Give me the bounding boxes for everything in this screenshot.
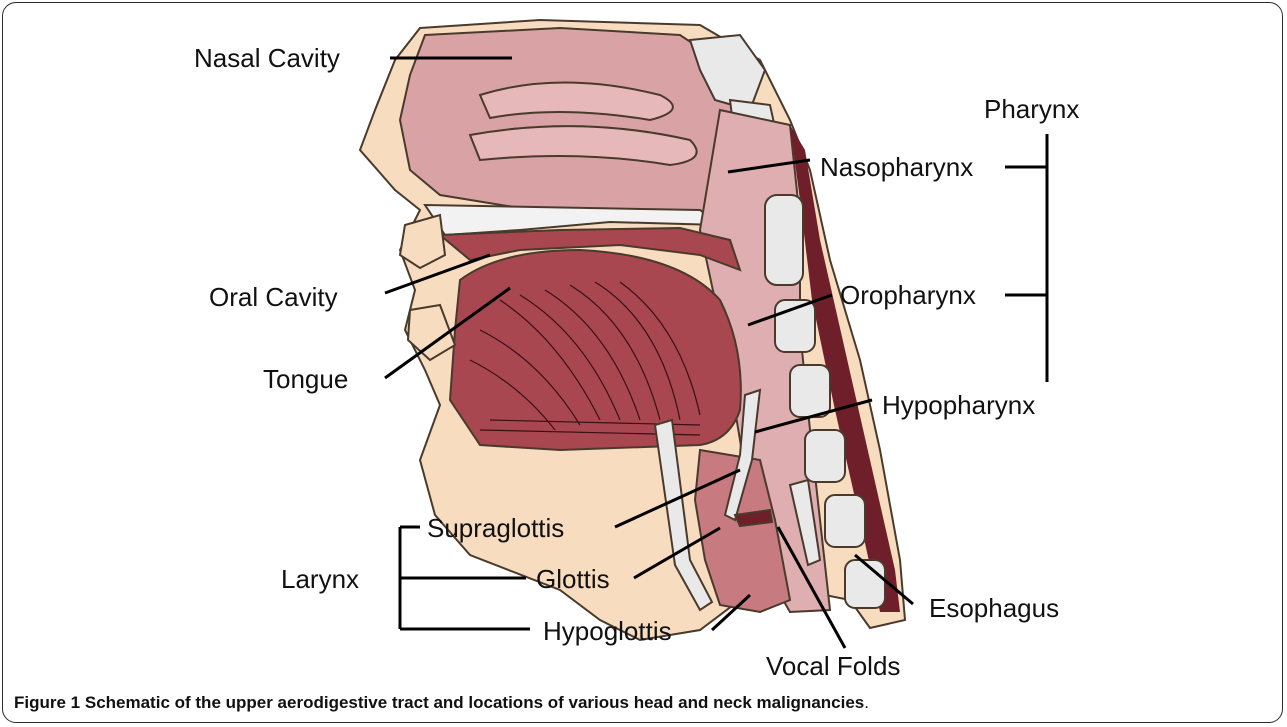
caption-text: Schematic of the upper aerodigestive tra… <box>85 693 864 712</box>
label-vocal-folds: Vocal Folds <box>766 651 900 681</box>
head-neck-illustration <box>360 20 905 640</box>
label-glottis: Glottis <box>536 564 610 594</box>
label-hypopharynx: Hypopharynx <box>882 390 1035 420</box>
label-oral-cavity: Oral Cavity <box>209 282 338 312</box>
label-pharynx: Pharynx <box>984 94 1079 124</box>
label-supraglottis: Supraglottis <box>427 513 564 543</box>
figure-caption: Figure 1 Schematic of the upper aerodige… <box>14 693 869 713</box>
label-nasal-cavity: Nasal Cavity <box>194 43 340 73</box>
label-esophagus: Esophagus <box>929 593 1059 623</box>
label-tongue: Tongue <box>263 364 348 394</box>
caption-period: . <box>864 693 869 712</box>
caption-number: Figure 1 <box>14 693 80 712</box>
label-nasopharynx: Nasopharynx <box>820 152 973 182</box>
label-larynx: Larynx <box>281 564 359 594</box>
label-oropharynx: Oropharynx <box>840 280 976 310</box>
label-hypoglottis: Hypoglottis <box>543 616 672 646</box>
